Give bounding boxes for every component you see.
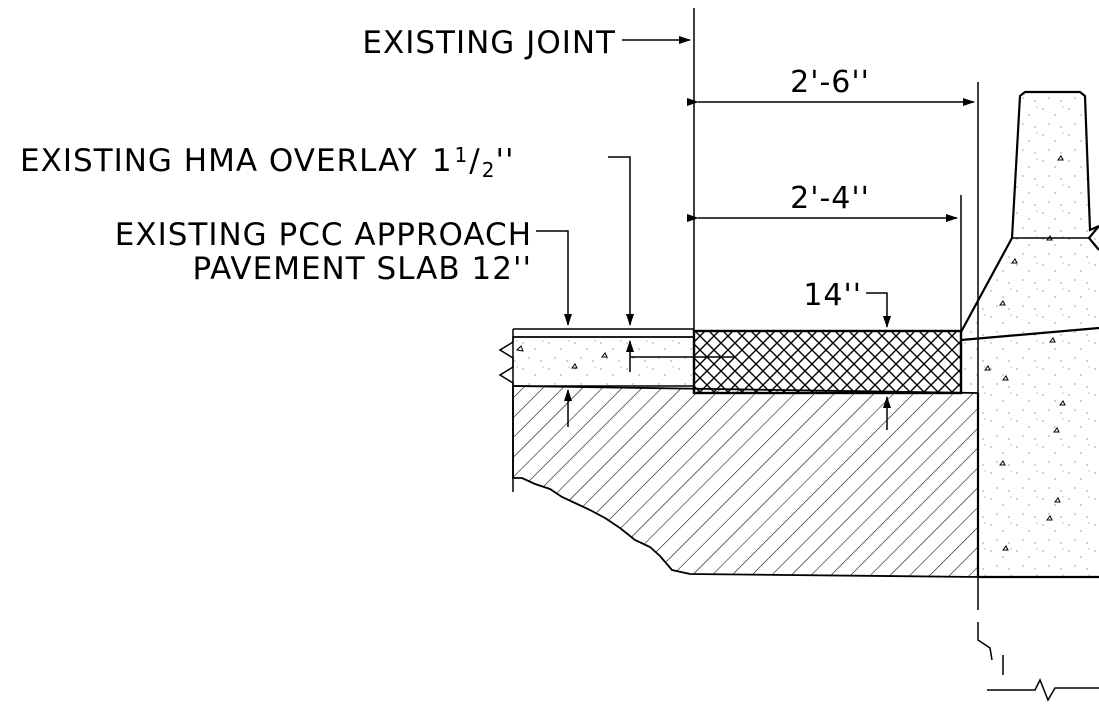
existing-joint-label: EXISTING JOINT: [362, 25, 616, 61]
inner-width-dimension: 2'-4'': [790, 181, 870, 216]
hma-leader: [608, 156, 634, 326]
slab-aggregate-marks: [515, 345, 608, 369]
barrier-notch: [1087, 225, 1099, 251]
pcc-slab-label-line1: EXISTING PCC APPROACH: [115, 217, 532, 253]
pcc-leader: [536, 230, 572, 326]
structure-aggregate-marks: [984, 155, 1066, 551]
barrier-outline: [960, 90, 1099, 333]
break-line: [987, 678, 1099, 702]
slab-break-symbol: [498, 329, 514, 390]
fill-depth-dimension: 14'': [803, 278, 862, 313]
deck-top-line: [960, 326, 1099, 342]
subgrade-earth: [512, 385, 979, 578]
joint-fill-block: [692, 329, 963, 395]
pcc-approach-slab: [512, 336, 695, 387]
pile-line-dash-2: [977, 622, 993, 661]
depth-leader: [866, 292, 891, 328]
outer-width-dimension: 2'-6'': [790, 65, 870, 100]
pcc-slab-label-line2: PAVEMENT SLAB 12'': [192, 251, 532, 287]
